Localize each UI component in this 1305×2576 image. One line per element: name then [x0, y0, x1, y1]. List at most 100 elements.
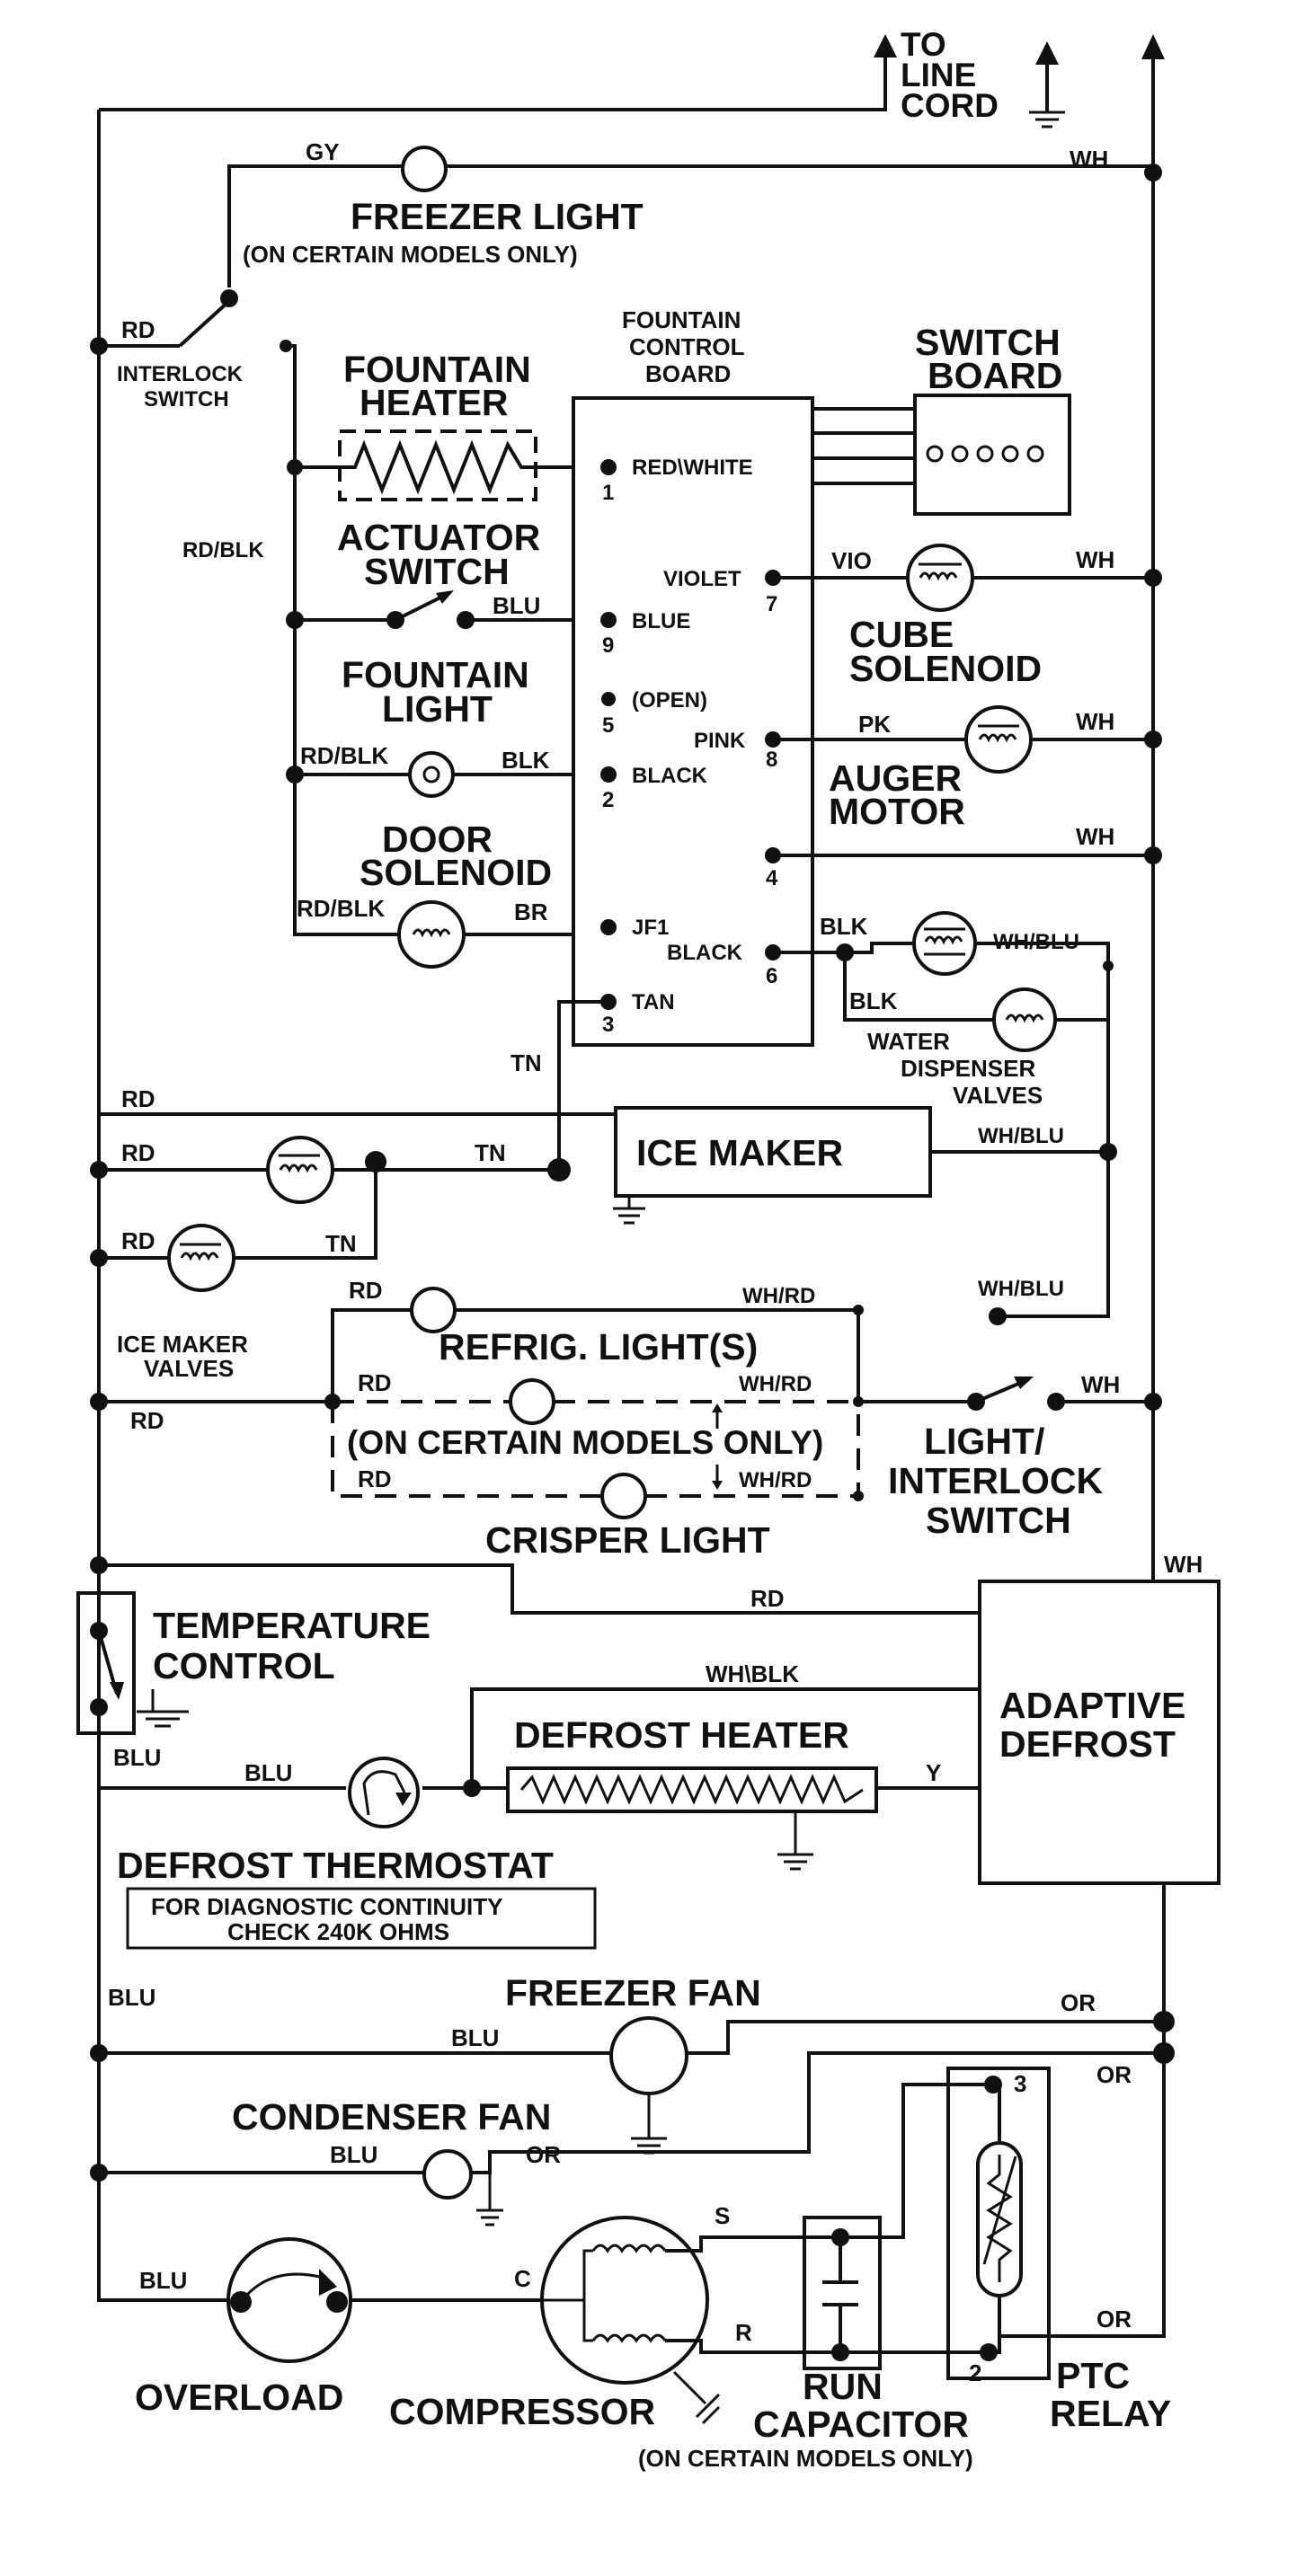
wire-label-whrd: WH/RD [739, 1468, 812, 1492]
switch-board-bus [812, 407, 915, 485]
water-valve-winding-1 [924, 927, 965, 956]
pin-label-violet: VIOLET [663, 567, 741, 591]
pin-number-1: 1 [602, 481, 614, 505]
ice-valve-coil-icon-2 [167, 1224, 235, 1292]
defrost-heater-zigzag [519, 1774, 864, 1805]
wire-label-whrd: WH/RD [742, 1284, 815, 1308]
pin-number-2: 2 [602, 788, 614, 812]
wire-label-wh: WH [1076, 823, 1114, 850]
board-pin [600, 919, 617, 935]
pin-number-8: 8 [766, 748, 777, 772]
light-interlock-label-1: LIGHT/ [924, 1421, 1044, 1462]
fountain-heater-label-2: HEATER [360, 382, 509, 423]
refrig-lights-label: REFRIG. LIGHT(S) [439, 1326, 758, 1368]
diagnostic-note-1: FOR DIAGNOSTIC CONTINUITY [151, 1893, 502, 1920]
wire-label-whblu: WH/BLU [978, 1124, 1064, 1148]
control-board-title-2: CONTROL [629, 333, 745, 360]
board-pin [600, 459, 617, 475]
wire-label-or: OR [1096, 2306, 1132, 2333]
condenser-fan-label: CONDENSER FAN [232, 2096, 551, 2138]
control-board-title-1: FOUNTAIN [622, 306, 741, 333]
door-solenoid-label-2: SOLENOID [360, 852, 552, 893]
wire-label-rd: RD [358, 1369, 392, 1396]
wire-label-blk: BLK [820, 913, 868, 940]
compressor-r-wire [665, 2339, 989, 2354]
cube-solenoid-winding [919, 562, 962, 581]
wire-label-blu: BLU [330, 2141, 377, 2168]
water-valve-winding-2 [1005, 1014, 1044, 1023]
door-solenoid-coil-winding [412, 928, 451, 938]
temp-control-arrow [110, 1682, 124, 1700]
pin-label-blue: BLUE [632, 609, 690, 633]
pin-number-3: 3 [602, 1013, 614, 1037]
defrost-heater-ground-icon [777, 1811, 813, 1871]
light-switch-arrow [1014, 1377, 1034, 1389]
board-pin [601, 692, 616, 706]
wire-label-pk: PK [858, 711, 891, 738]
compressor-s-label: S [715, 2202, 730, 2229]
water-valve-wire-lower [843, 952, 1108, 1022]
diagnostic-note-2: CHECK 240K OHMS [227, 1918, 449, 1945]
pin-number-4: 4 [766, 866, 778, 890]
wire-label-y: Y [926, 1759, 941, 1786]
water-valves-label-1: WATER [867, 1028, 950, 1055]
defrost-thermostat-curve [362, 1770, 406, 1816]
wire-label-blu: BLU [451, 2024, 499, 2051]
junction-dot [286, 611, 304, 629]
fountain-heater-box [338, 429, 537, 501]
interlock-switch-pivot [220, 289, 238, 307]
junction-dot [831, 2343, 849, 2361]
pin-label-tan: TAN [632, 990, 675, 1014]
freezer-fan-ground-icon [631, 2094, 667, 2155]
junction-dot [90, 1161, 108, 1179]
ptc-relay-box [946, 2067, 1051, 2380]
ground-arrow [1035, 41, 1059, 65]
fountain-light-filament [422, 766, 440, 783]
ptc-or-wire [999, 2327, 1166, 2338]
compressor-c-label: C [514, 2265, 531, 2292]
line-cord-label-2: LINE [901, 57, 976, 93]
junction-dot [280, 340, 292, 352]
junction-dot [853, 1396, 864, 1407]
ice-maker-box [614, 1106, 932, 1198]
junction-dot [90, 1393, 108, 1411]
switch-board-label-1: SWITCH [915, 322, 1061, 363]
ptc-relay-label-2: RELAY [1050, 2393, 1171, 2434]
run-capacitor-label-2: CAPACITOR [753, 2403, 969, 2445]
ptc-pin [980, 2343, 998, 2361]
overload-label: OVERLOAD [135, 2377, 343, 2418]
water-valves-label-2: DISPENSER [901, 1055, 1035, 1082]
crisper-light-label: CRISPER LIGHT [485, 1519, 770, 1561]
temp-control-contact [90, 1698, 108, 1716]
junction-dot [853, 1491, 864, 1501]
junction-dot [90, 1556, 108, 1574]
wire-label-rd: RD [130, 1407, 164, 1434]
junction-dot [853, 1305, 864, 1315]
compressor-common-line [544, 2249, 593, 2342]
light-interlock-label-3: SWITCH [926, 1500, 1071, 1541]
switch-board-contacts [926, 445, 1044, 463]
junction-dot [1103, 960, 1114, 971]
ptc-pin [984, 2076, 1002, 2094]
freezer-fan-wire [99, 2020, 1164, 2055]
junction-dot [1144, 730, 1162, 748]
freezer-light-label: FREEZER LIGHT [351, 196, 644, 237]
wire-label-tn: TN [475, 1139, 506, 1166]
junction-dot [463, 1779, 481, 1797]
line-cord-wire [99, 54, 887, 111]
actuator-arrow [436, 590, 454, 604]
right-rail-arrow [1141, 34, 1165, 59]
wire-label-tn: TN [325, 1230, 357, 1257]
actuator-switch-label-2: SWITCH [364, 551, 510, 592]
ice-maker-ground-icon [613, 1196, 645, 1225]
refrig-light-bulb-icon-2 [509, 1378, 555, 1425]
ice-valve-winding-1 [279, 1154, 320, 1173]
wire-label-or: OR [1061, 1989, 1096, 2016]
freezer-light-bulb-icon [401, 146, 448, 192]
cube-solenoid-coil-icon [906, 544, 974, 612]
pin-label-redwhite: RED\WHITE [632, 456, 753, 480]
junction-dot [90, 2044, 108, 2062]
wire-label-rdblk: RD/BLK [300, 742, 388, 769]
wire-label-rd: RD [358, 1465, 392, 1492]
switch-contact [967, 1393, 985, 1411]
